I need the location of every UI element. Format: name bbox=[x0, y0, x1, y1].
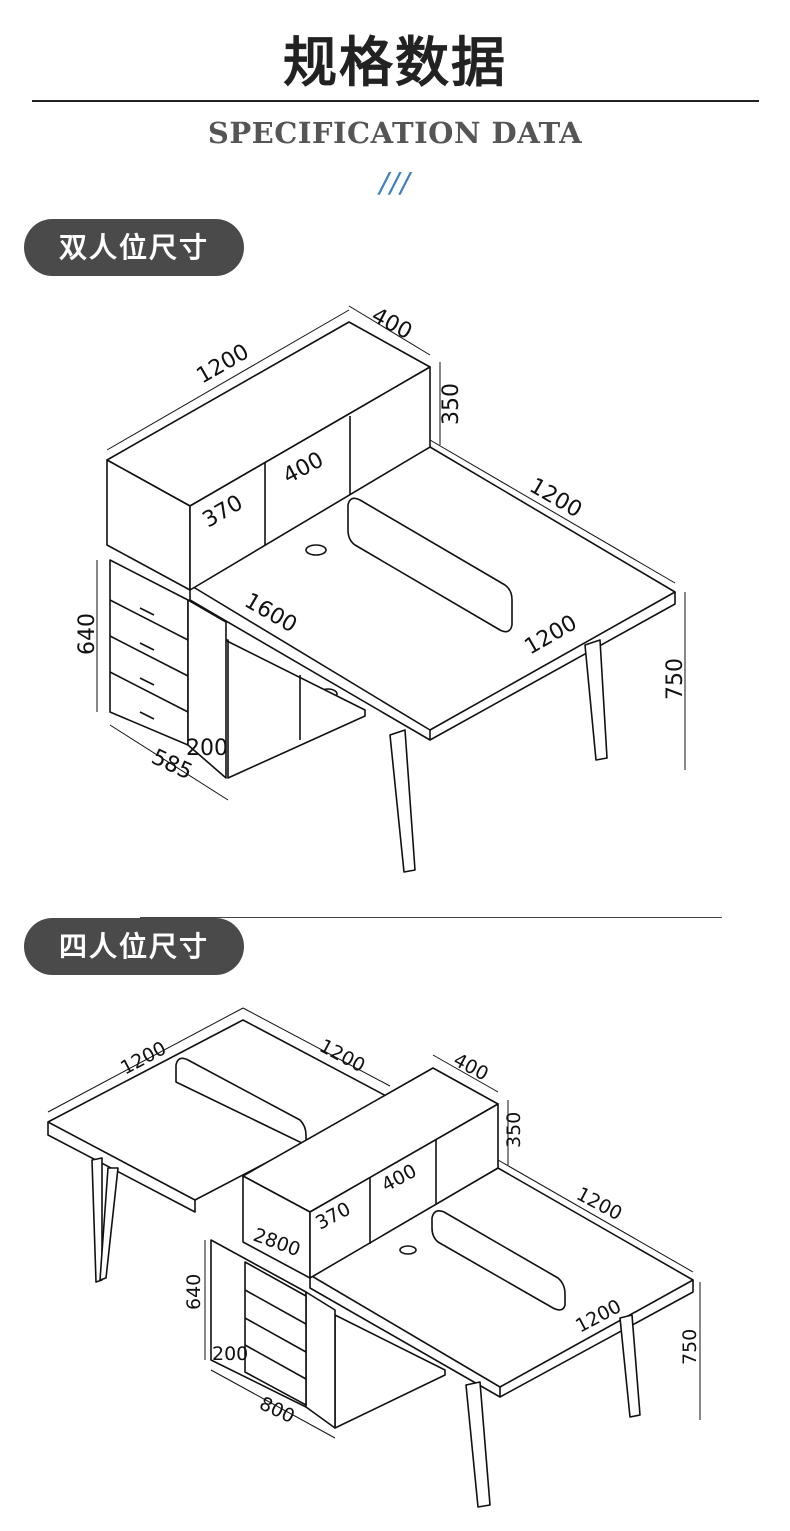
dim-desk-height: 750 bbox=[663, 658, 688, 700]
drawer-handle-3 bbox=[139, 677, 155, 686]
dim-cabinet-gap: 200 bbox=[186, 736, 228, 761]
dim-desk-height: 750 bbox=[679, 1329, 701, 1365]
two-person-desk-diagram: 1200 400 350 400 370 1200 1600 1200 750 … bbox=[75, 303, 688, 873]
dimension-lines bbox=[47, 1007, 701, 1439]
left-desktop-edge bbox=[47, 1122, 196, 1213]
right-privacy-screen bbox=[431, 1210, 566, 1311]
drawer-handle-2 bbox=[139, 642, 155, 651]
drawer-stack bbox=[244, 1261, 307, 1406]
right-front-leg bbox=[465, 1381, 491, 1508]
drawer-handle-4 bbox=[139, 711, 155, 720]
section-divider bbox=[140, 917, 722, 918]
section-label-four-person: 四人位尺寸 bbox=[24, 918, 244, 975]
drawer-handle-1 bbox=[139, 607, 155, 616]
hutch-back bbox=[189, 366, 431, 591]
page-subtitle: SPECIFICATION DATA bbox=[207, 116, 583, 150]
drawer-line-1 bbox=[109, 599, 189, 641]
side-cabinet bbox=[224, 639, 366, 779]
privacy-screen bbox=[347, 497, 513, 633]
dimension-lines bbox=[96, 305, 686, 801]
cable-hole-top bbox=[399, 1245, 417, 1255]
four-person-desk-diagram: 1200 1200 400 350 400 370 2800 1200 1200… bbox=[47, 1007, 701, 1508]
drawer-line-2 bbox=[244, 1317, 307, 1353]
title-divider bbox=[32, 100, 759, 102]
front-leg bbox=[389, 729, 416, 873]
left-privacy-screen bbox=[175, 1057, 307, 1146]
drawer-line-1 bbox=[244, 1289, 307, 1325]
drawer-line-3 bbox=[109, 671, 189, 713]
slash-decoration: /// bbox=[379, 166, 411, 199]
pedestal-side bbox=[187, 599, 227, 779]
dim-hutch-height: 350 bbox=[503, 1112, 525, 1148]
section-label-two-person: 双人位尺寸 bbox=[24, 219, 244, 276]
pedestal-side bbox=[305, 1291, 336, 1429]
left-leg-2 bbox=[99, 1167, 119, 1281]
drawer-line-2 bbox=[109, 635, 189, 677]
right-back-leg bbox=[619, 1314, 641, 1418]
dim-hutch-height: 350 bbox=[439, 383, 464, 425]
dim-pedestal-height: 640 bbox=[183, 1274, 205, 1310]
right-leg bbox=[584, 639, 608, 761]
cable-hole-top bbox=[305, 544, 327, 556]
drawer-line-3 bbox=[244, 1344, 307, 1380]
page-title: 规格数据 bbox=[283, 31, 507, 94]
dim-pedestal-height: 640 bbox=[75, 613, 100, 655]
dim-cabinet-gap: 200 bbox=[212, 1343, 248, 1365]
